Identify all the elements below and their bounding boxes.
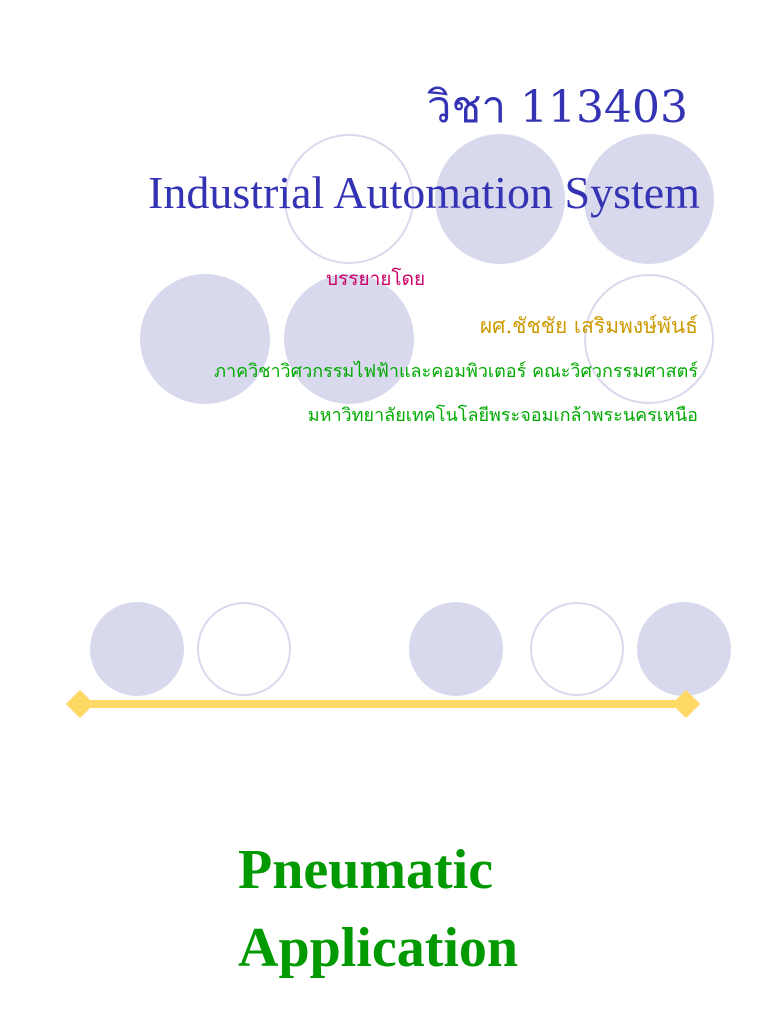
course-code: วิชา 113403 (426, 82, 688, 133)
university-text: มหาวิทยาลัยเทคโนโลยีพระจอมเกล้าพระนครเหน… (307, 405, 698, 426)
decor-circle-outline (284, 134, 414, 264)
course-title: Industrial Automation System (148, 167, 700, 218)
lecturer-name: ผศ.ชัชชัย เสริมพงษ์พันธ์ (479, 314, 698, 338)
decor-circle-outline (530, 602, 624, 696)
decor-circle-filled (284, 274, 414, 404)
topic-line-2: Application (238, 917, 519, 979)
decor-circle-filled (637, 602, 731, 696)
department-text: ภาควิชาวิศวกรรมไฟฟ้าและคอมพิวเตอร์ คณะวิ… (214, 361, 698, 382)
decor-circle-filled (140, 274, 270, 404)
decor-circle-outline (197, 602, 291, 696)
divider-line (80, 700, 688, 708)
decor-circle-filled (584, 134, 714, 264)
decor-circle-outline (584, 274, 714, 404)
topic-line-1: Pneumatic (238, 839, 494, 901)
decor-circle-filled (90, 602, 184, 696)
lecturer-label: บรรยายโดย (326, 268, 426, 290)
decor-circle-filled (435, 134, 565, 264)
decor-circle-filled (409, 602, 503, 696)
